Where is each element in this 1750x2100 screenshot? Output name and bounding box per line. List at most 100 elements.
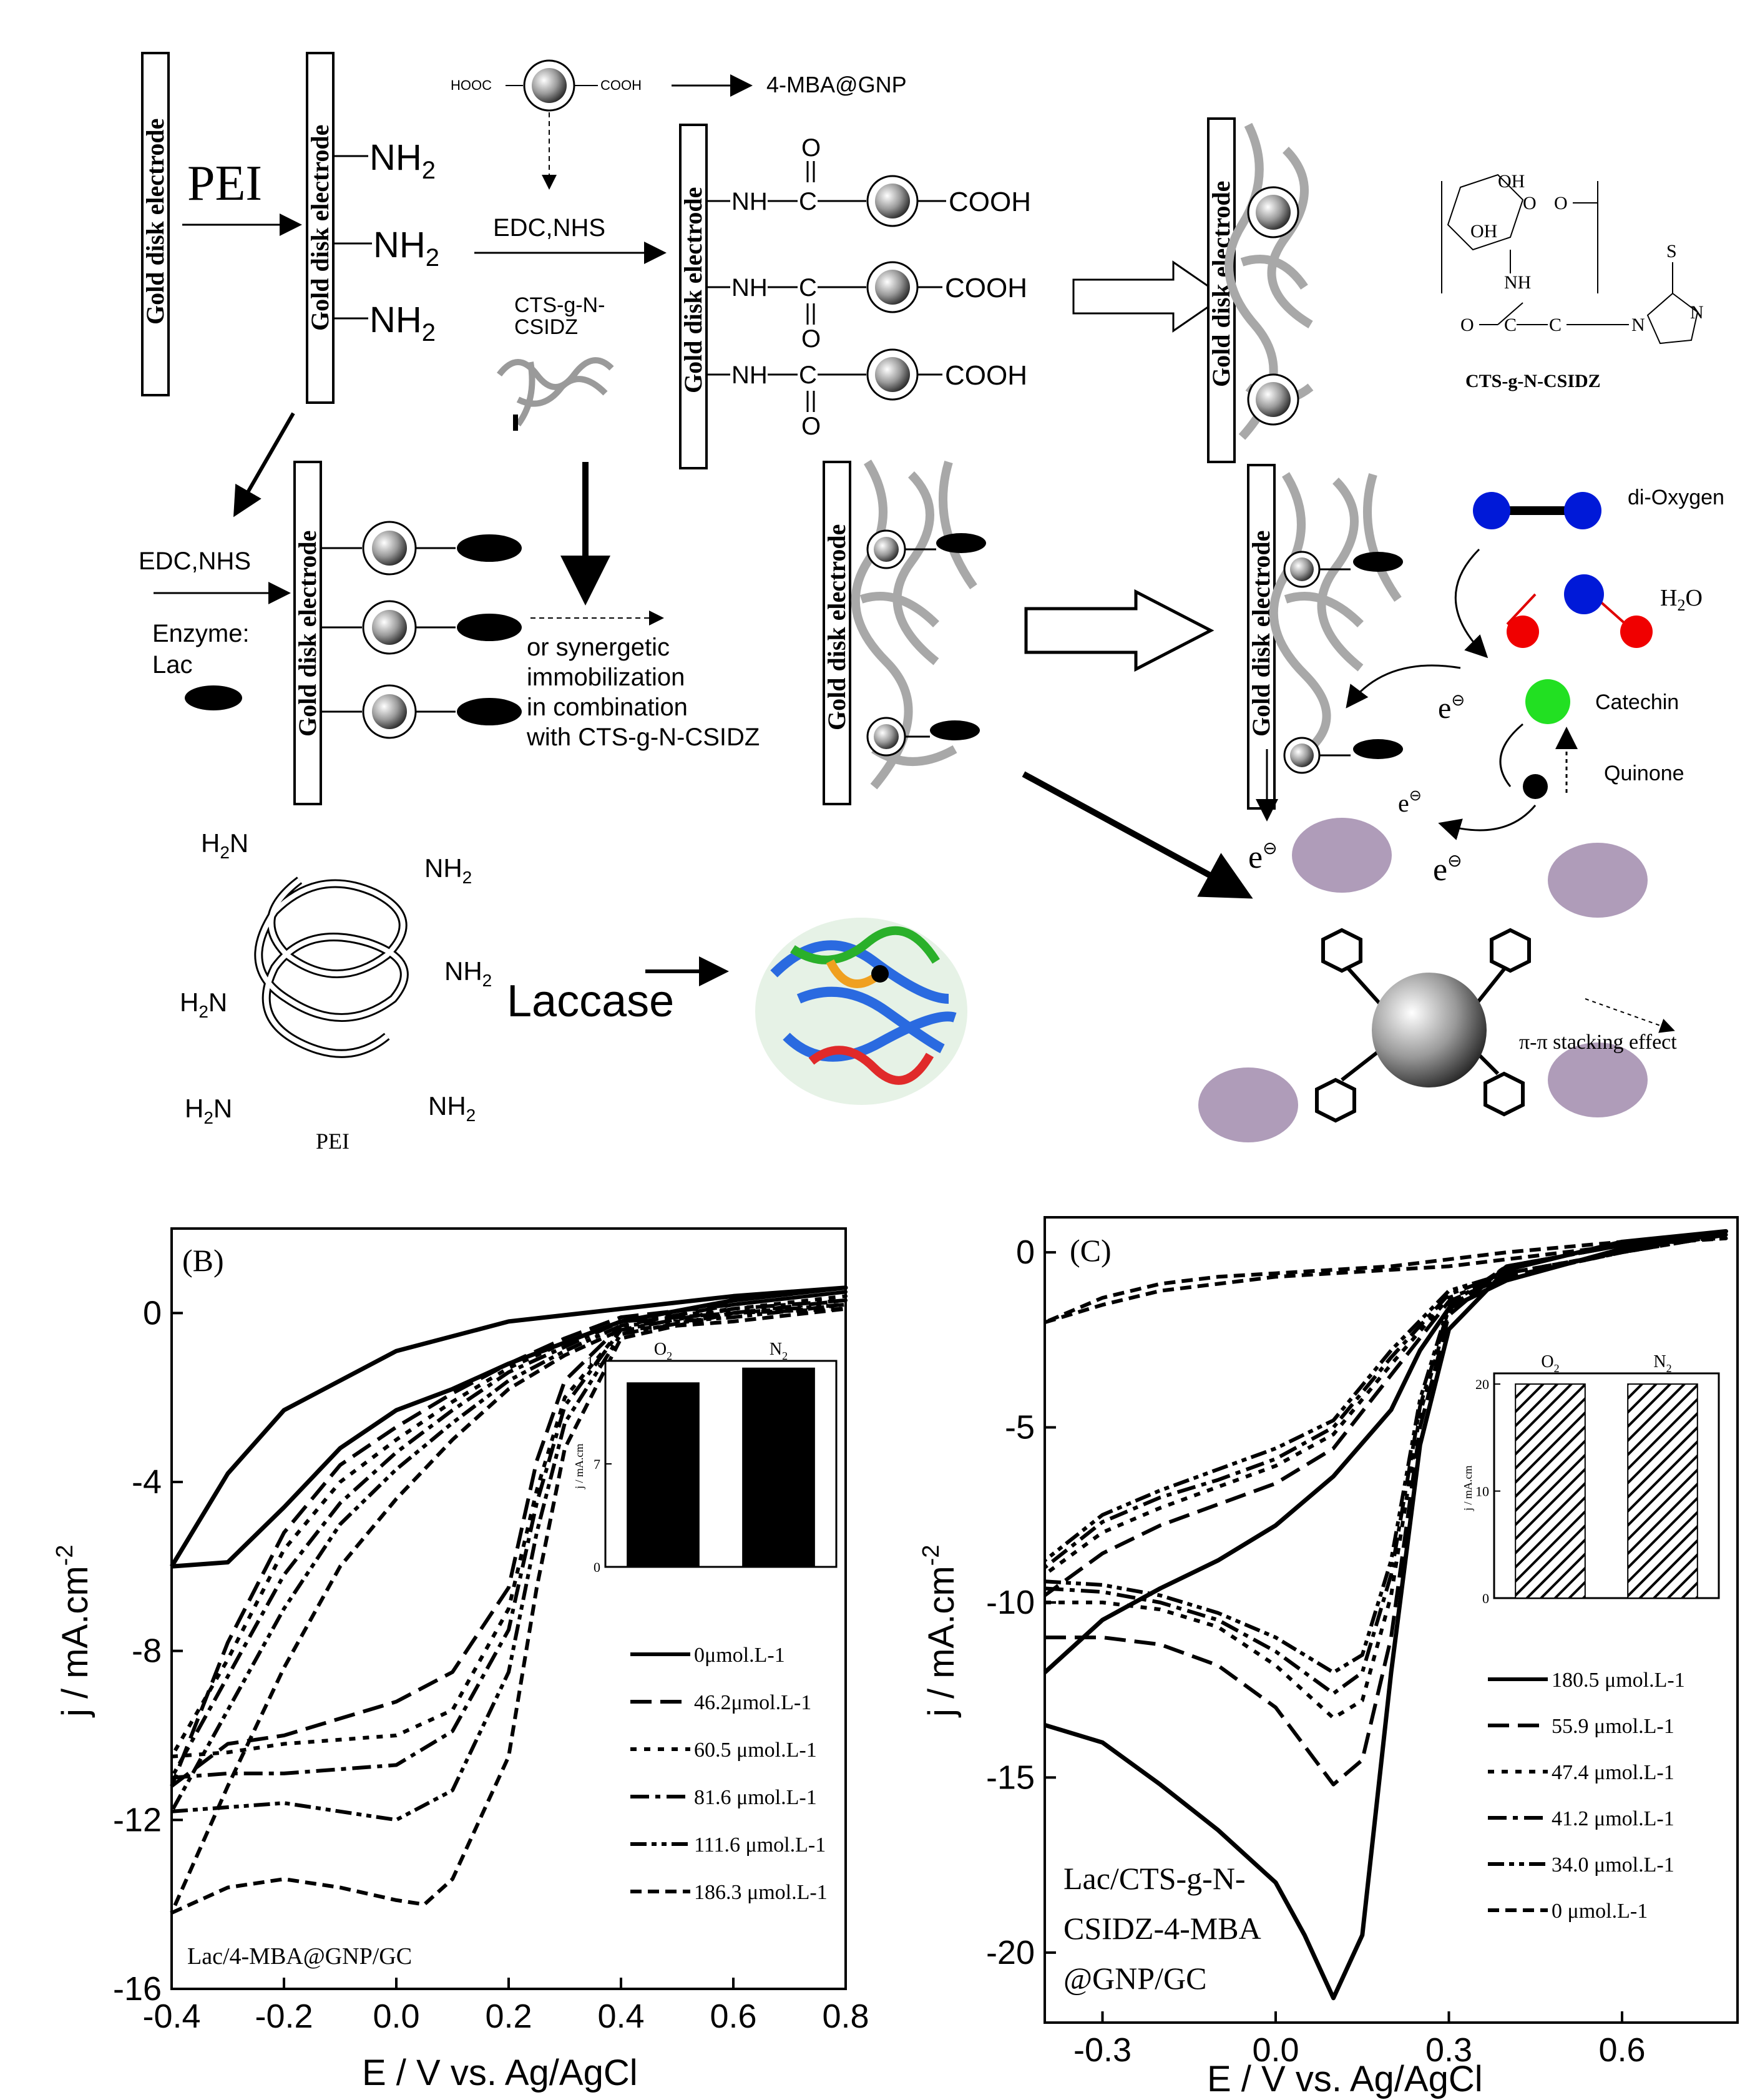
- x-tick-label: 0.0: [1252, 2031, 1299, 2069]
- svg-text:π-π stacking effect: π-π stacking effect: [1519, 1031, 1677, 1054]
- inset-bar: [1515, 1383, 1586, 1599]
- svg-text:O: O: [1460, 315, 1474, 335]
- chart-annotation: Lac/4-MBA@GNP/GC: [187, 1943, 412, 1970]
- immobilization-scheme: Gold disk electrode PEI Gold disk electr…: [139, 52, 1724, 1154]
- svg-text:in combination: in combination: [527, 694, 688, 721]
- inset-category-label: O2: [654, 1340, 672, 1362]
- x-tick-label: 0.8: [822, 1998, 869, 2035]
- amide-chain-3: NH C O COOH: [706, 348, 1027, 440]
- x-tick-label: 0.3: [1425, 2031, 1472, 2069]
- inset-category-label: O2: [1541, 1352, 1559, 1375]
- amide-chain-2: NH C O COOH: [706, 261, 1027, 353]
- x-tick-label: 0.6: [710, 1998, 756, 2035]
- svg-text:Gold disk electrode: Gold disk electrode: [679, 187, 707, 393]
- inset-y-tick-label: 10: [1475, 1484, 1489, 1499]
- inset-y-axis-label: j / mA.cm: [1462, 1466, 1474, 1512]
- svg-text:N: N: [1690, 302, 1704, 323]
- reaction-species: di-Oxygen H2O Catechin Quinone e⊖ e⊖ e⊖ …: [1248, 486, 1724, 888]
- x-tick-label: 0.0: [373, 1998, 419, 2035]
- legend-label: 41.2 μmol.L-1: [1552, 1807, 1674, 1830]
- y-tick-label: 0: [143, 1294, 162, 1332]
- svg-text:N: N: [1631, 315, 1645, 335]
- inset-category-label: N2: [1653, 1352, 1671, 1375]
- series-line-2: [170, 1294, 848, 1759]
- laccase-structure: Laccase: [507, 918, 967, 1105]
- legend-label: 47.4 μmol.L-1: [1552, 1761, 1674, 1784]
- synergetic-note: or synergetic immobilization in combinat…: [526, 462, 760, 751]
- catechin-molecule: [1525, 679, 1570, 724]
- chart-annotation-line1: Lac/CTS-g-N-: [1063, 1861, 1246, 1896]
- electrode-4: Gold disk electrode: [1207, 117, 1314, 463]
- legend: 0μmol.L-146.2μmol.L-160.5 μmol.L-181.6 μ…: [630, 1644, 828, 1904]
- svg-text:NH2: NH2: [369, 137, 436, 184]
- y-tick-label: -8: [132, 1632, 162, 1670]
- chart-c-y-ticks: 0-5-10-15-20: [986, 1234, 1056, 1971]
- chart-annotation-line3: @GNP/GC: [1063, 1961, 1206, 1996]
- amide-chain-1: NH C O COOH: [706, 134, 1031, 227]
- y-tick-label: -16: [113, 1970, 162, 2008]
- panel-label: (C): [1070, 1233, 1112, 1268]
- inset-bar: [1627, 1383, 1698, 1599]
- pei-polymer: H2N NH2 NH2 H2N H2N NH2 PEI: [180, 828, 492, 1154]
- quinone-molecule: [1523, 774, 1548, 799]
- hollow-arrow-2: [1024, 589, 1215, 672]
- svg-text:NH: NH: [1504, 272, 1531, 293]
- amine-groups: NH2 NH2 NH2: [333, 137, 439, 346]
- hollow-arrow-1: [1072, 260, 1225, 333]
- inset-y-axis-label: j / mA.cm: [573, 1444, 585, 1490]
- svg-text:or synergetic: or synergetic: [527, 634, 670, 661]
- mba-gnp-label: 4-MBA@GNP: [766, 72, 907, 97]
- svg-text:H2N: H2N: [180, 988, 227, 1021]
- y-tick-label: -10: [986, 1584, 1035, 1621]
- svg-text:H2N: H2N: [185, 1094, 232, 1127]
- electrode-1-label: Gold disk electrode: [141, 119, 169, 325]
- svg-text:HOOC: HOOC: [451, 77, 492, 93]
- electrode-6: Gold disk electrode: [823, 459, 986, 805]
- svg-text:OH: OH: [1470, 221, 1497, 242]
- svg-text:NH: NH: [731, 361, 768, 389]
- svg-text:Gold disk electrode: Gold disk electrode: [306, 125, 334, 331]
- electrode-3: Gold disk electrode NH C O COOH NH C O: [679, 124, 1031, 469]
- svg-text:NH2: NH2: [373, 225, 439, 272]
- series-line-3: [170, 1298, 848, 1780]
- svg-text:NH2: NH2: [424, 853, 472, 887]
- svg-text:H2N: H2N: [201, 828, 248, 862]
- legend: 180.5 μmol.L-155.9 μmol.L-147.4 μmol.L-1…: [1488, 1669, 1685, 1923]
- svg-text:Gold disk electrode: Gold disk electrode: [293, 531, 321, 737]
- svg-text:O: O: [801, 413, 821, 440]
- svg-text:CTS-g-N-: CTS-g-N-: [514, 293, 605, 317]
- inset-y-tick-label: 0: [594, 1559, 600, 1575]
- svg-text:C: C: [799, 188, 817, 215]
- svg-text:O: O: [801, 134, 821, 162]
- svg-text:NH: NH: [731, 274, 768, 302]
- svg-text:CTS-g-N-CSIDZ: CTS-g-N-CSIDZ: [1465, 371, 1601, 391]
- y-tick-label: -20: [986, 1934, 1035, 1971]
- y-axis-label: j / mA.cm-2: [918, 1545, 962, 1718]
- series-line-5: [170, 1307, 848, 1915]
- svg-text:with CTS-g-N-CSIDZ: with CTS-g-N-CSIDZ: [526, 724, 760, 751]
- svg-text:H2O: H2O: [1660, 585, 1703, 614]
- svg-text:immobilization: immobilization: [527, 664, 685, 691]
- svg-text:C: C: [1504, 315, 1517, 335]
- y-tick-label: 0: [1016, 1234, 1035, 1271]
- x-tick-label: 0.2: [485, 1998, 532, 2035]
- svg-text:PEI: PEI: [316, 1129, 350, 1154]
- enzyme-step: EDC,NHS Enzyme: Lac: [139, 412, 295, 710]
- electrode-7: Gold disk electrode: [1247, 464, 1403, 810]
- inset-bar: [627, 1382, 700, 1568]
- svg-text:CSIDZ: CSIDZ: [514, 315, 578, 339]
- svg-text:e⊖: e⊖: [1433, 851, 1462, 888]
- chart-b-y-ticks: 0-4-8-12-16: [113, 1294, 183, 2008]
- x-tick-label: -0.2: [255, 1998, 313, 2035]
- svg-text:EDC,NHS: EDC,NHS: [139, 547, 251, 575]
- svg-text:NH2: NH2: [428, 1091, 476, 1125]
- svg-text:e⊖: e⊖: [1398, 788, 1422, 817]
- electrode-1: Gold disk electrode: [141, 52, 170, 396]
- svg-text:C: C: [799, 361, 817, 389]
- electrode-2: Gold disk electrode NH2 NH2 NH2: [306, 52, 439, 404]
- panel-label: (B): [182, 1243, 224, 1278]
- chart-b-curves: [170, 1285, 848, 1915]
